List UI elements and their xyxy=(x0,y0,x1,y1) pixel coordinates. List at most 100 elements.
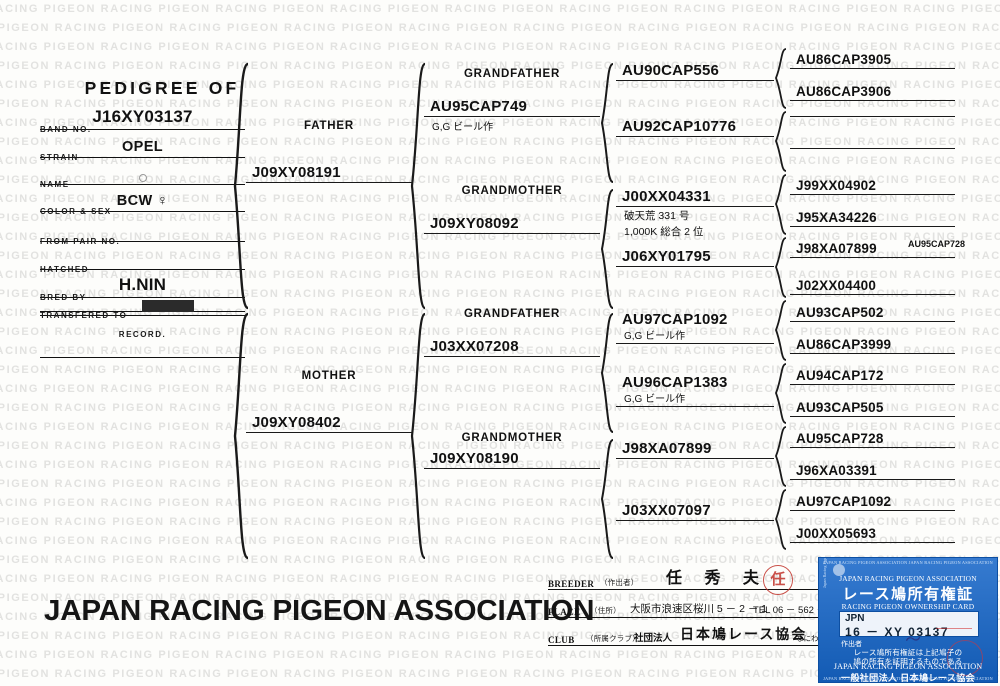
field-hatched: HATCHED xyxy=(40,240,245,274)
entry-rule xyxy=(790,100,955,101)
gggp-band: AU97CAP1092 xyxy=(796,494,892,509)
breeder-jp-label: （作出者） xyxy=(600,578,639,587)
gggp-9: AU93CAP502 xyxy=(790,305,955,322)
redacted-block xyxy=(142,300,194,312)
field-band-no: J16XY03137 BAND NO. xyxy=(40,100,245,134)
gggp-band: J00XX05693 xyxy=(796,526,877,541)
ggp-f-gf-sire: AU90CAP556 xyxy=(616,62,774,81)
f-grandfather-note: G,G ビール作 xyxy=(432,122,494,133)
gggp-band: AU86CAP3905 xyxy=(796,52,892,67)
gggp-15: AU97CAP1092 xyxy=(790,494,955,511)
card-country-code: JPN xyxy=(845,613,865,624)
entry-rule xyxy=(790,226,955,227)
transfered-to-label: TRANSFERED TO xyxy=(40,311,128,320)
place-label: PLACE xyxy=(548,607,581,617)
from-pair-no-label: FROM PAIR NO. xyxy=(40,237,121,246)
ggp-m-gf-dam: AU96CAP1383 G,G ビール作 xyxy=(616,374,774,407)
entry-rule xyxy=(424,116,600,117)
gggp-band: AU94CAP172 xyxy=(796,368,884,383)
ggp-band: AU92CAP10776 xyxy=(622,118,737,135)
grandparent-father-gf: GRANDFATHER AU95CAP749 G,G ビール作 xyxy=(424,68,600,133)
club-prefix: 社団法人 xyxy=(634,633,673,644)
entry-rule xyxy=(790,321,955,322)
bred-by-label: BRED BY xyxy=(40,293,87,302)
grandparent-father-gm: GRANDMOTHER J09XY08092 xyxy=(424,185,600,234)
gggp-6: J95XA34226 xyxy=(790,210,955,227)
brace-ggp-2 xyxy=(600,188,616,312)
name-label: NAME xyxy=(40,180,70,189)
entry-rule xyxy=(616,206,774,207)
gggp-4 xyxy=(790,147,955,149)
card-note-line1: レース鳩所有権証は上記鳩子の xyxy=(853,648,963,657)
father-band: J09XY08191 xyxy=(252,164,341,181)
gggp-band: J96XA03391 xyxy=(796,463,877,478)
gggp-14: J96XA03391 xyxy=(790,463,955,480)
gggp-7: J98XA07899 AU95CAP728 xyxy=(790,239,965,258)
card-sakusha-label: 作出者 xyxy=(841,641,862,648)
brace-father xyxy=(232,62,252,312)
footer-rule xyxy=(548,645,818,646)
brace-father-gp xyxy=(410,62,428,312)
brace-gggp-8 xyxy=(775,489,789,551)
gggp-sidenote: AU95CAP728 xyxy=(908,239,966,249)
color-sex-value: BCW ♀ xyxy=(116,193,169,209)
footer-breeder-row: BREEDER （作出者） 任 秀 夫 xyxy=(548,570,818,590)
entry-rule xyxy=(790,479,955,480)
footer-rule xyxy=(548,617,818,618)
card-assoc-jp: 一般社団法人 日本鳩レース協会 xyxy=(840,673,976,683)
ggp-band: J06XY01795 xyxy=(622,248,711,265)
field-strain: OPEL STRAIN xyxy=(40,128,245,162)
ggp-band: J98XA07899 xyxy=(622,440,712,457)
brace-gggp-2 xyxy=(775,111,789,173)
brace-ggp-4 xyxy=(600,438,616,562)
place-value: 大阪市浪速区桜川 5 － 2 － 1 xyxy=(630,603,768,615)
field-rule xyxy=(40,157,245,158)
brace-mother xyxy=(232,312,252,562)
gggp-band: AU86CAP3906 xyxy=(796,84,892,99)
parent-father: FATHER J09XY08191 xyxy=(246,120,412,183)
card-assoc-bottom: JAPAN RACING PIGEON ASSOCIATION xyxy=(833,662,983,671)
entry-rule xyxy=(246,432,412,433)
f-grandfather-heading: GRANDFATHER xyxy=(463,68,561,80)
ggp-m-gf-sire: AU97CAP1092 G,G ビール作 xyxy=(616,311,774,344)
field-rule xyxy=(40,129,245,130)
field-rule xyxy=(40,357,245,358)
place-tel: TEL 06 － 562 － 1059 xyxy=(753,605,850,616)
gggp-band: J02XX04400 xyxy=(796,278,877,293)
entry-rule xyxy=(424,468,600,469)
color-sex-label: COLOR & SEX xyxy=(40,207,112,216)
ggp-f-gf-dam: AU92CAP10776 xyxy=(616,118,774,137)
mother-heading: MOTHER xyxy=(301,370,357,382)
brace-ggp-3 xyxy=(600,312,616,436)
ownership-card[interactable]: JAPAN RACING PIGEON ASSOCIATION JAPAN RA… xyxy=(818,557,998,683)
brace-gggp-3 xyxy=(775,174,789,236)
entry-rule xyxy=(616,458,774,459)
card-micro-top: JAPAN RACING PIGEON ASSOCIATION JAPAN RA… xyxy=(823,560,993,565)
gggp-11: AU94CAP172 xyxy=(790,368,955,385)
footer-rule xyxy=(548,589,818,590)
breeder-label: BREEDER xyxy=(548,579,595,589)
gggp-12: AU93CAP505 xyxy=(790,400,955,417)
footer-club-row: CLUB （所属クラブ） 社団法人 日本鳩レース協会 なにわ競翔連合会 xyxy=(548,626,856,646)
card-assoc-top: JAPAN RACING PIGEON ASSOCIATION xyxy=(839,574,977,583)
ggp-m-gm-dam: J03XX07097 xyxy=(616,502,774,521)
entry-rule xyxy=(790,116,955,117)
field-rule xyxy=(40,315,245,316)
gggp-band: J98XA07899 xyxy=(796,241,877,256)
card-micro-bottom: JAPAN RACING PIGEON ASSOCIATION JAPAN RA… xyxy=(823,676,993,681)
ggp-f-gm-dam: J06XY01795 xyxy=(616,248,774,267)
strain-value: OPEL xyxy=(121,139,164,155)
m-grandmother-band: J09XY08190 xyxy=(430,450,519,467)
field-color-sex: BCW ♀ COLOR & SEX xyxy=(40,182,245,216)
m-grandfather-heading: GRANDFATHER xyxy=(463,308,561,320)
brace-gggp-1 xyxy=(775,48,789,110)
gggp-8: J02XX04400 xyxy=(790,278,955,295)
club-jp-label: （所属クラブ） xyxy=(586,634,640,643)
band-no-label: BAND NO. xyxy=(40,125,92,134)
gggp-band: AU93CAP502 xyxy=(796,305,884,320)
entry-rule xyxy=(616,80,774,81)
entry-rule xyxy=(790,294,955,295)
ggp-band: J00XX04331 xyxy=(622,188,711,205)
gggp-band: AU95CAP728 xyxy=(796,431,884,446)
ggp-note-2: 1,000K 総合 2 位 xyxy=(624,226,704,238)
